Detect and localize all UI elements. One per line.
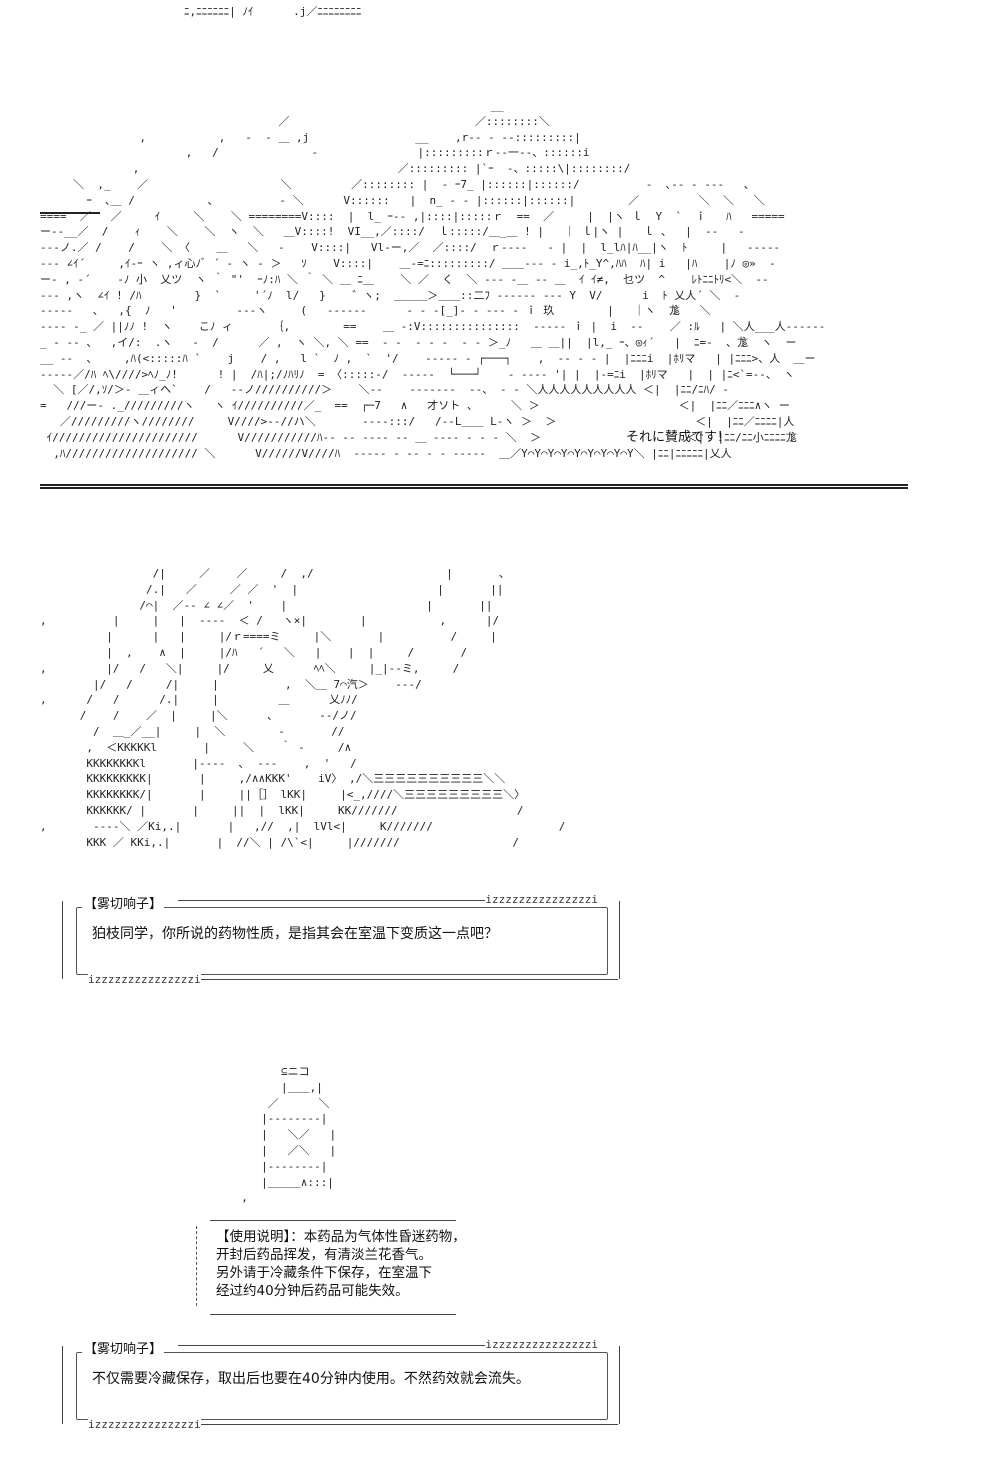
scene-one-top-rule [40,212,100,214]
note-line-4: 经过约40分钟后药品可能失效。 [216,1283,409,1299]
dialog-bottom-line [198,979,618,980]
border-pattern-bottom: izzzzzzzzzzzzzzzi [88,1418,201,1431]
dialog-box-1: 【雾切响子】 izzzzzzzzzzzzzzzi izzzzzzzzzzzzzz… [62,893,620,986]
dialog-line: 不仅需要冷藏保存，取出后也要在40分钟内使用。不然药效就会流失。 [92,1371,530,1387]
border-pattern-top: izzzzzzzzzzzzzzzi [485,893,598,906]
dialog-inner-frame [76,1352,608,1420]
dialog-inner-frame [76,907,608,975]
top-ascii-strip: ﾆ,ﾆﾆﾆﾆﾆﾆ| ﾉｲ .j／ﾆﾆﾆﾆﾆﾆﾆﾆ [184,5,362,18]
note-left-edge [196,1226,197,1306]
scene-one-ascii-art: __ ／ ／::::::::＼ , , - ‐ ＿ ,j __ ,r‐- ‐ ‐… [40,99,826,460]
dialog-top-line [178,900,498,901]
medicine-bottle-ascii-art: ⊆ニコ |＿＿,| ／ ＼ |‐‐‐‐‐‐‐‐| | ＼／ | | ／＼ | |… [241,1065,337,1205]
dialog-outer-frame [62,901,620,979]
dialog-box-2: 【雾切响子】 izzzzzzzzzzzzzzzi izzzzzzzzzzzzzz… [62,1338,620,1431]
note-top-line [210,1220,456,1221]
speaker-name: 【雾切响子】 [82,893,165,912]
note-bottom-line [210,1314,456,1315]
dialog-line: 狛枝同学，你所说的药物性质，是指其会在室温下变质这一点吧？ [92,926,498,942]
speaker-name: 【雾切响子】 [82,1338,165,1357]
dialog-top-line [178,1345,498,1346]
note-line-1: 【使用说明】：本药品为气体性昏迷药物， [216,1229,466,1245]
scene-one-bottom-rule [40,484,908,489]
border-pattern-bottom: izzzzzzzzzzzzzzzi [88,973,201,986]
speech-bubble-text: それに賛成です！ [625,430,730,445]
note-text: 【使用说明】：本药品为气体性昏迷药物， 开封后药品挥发，有清淡兰花香气。 另外请… [216,1228,466,1300]
dialog-bottom-line [198,1424,618,1425]
note-line-2: 开封后药品挥发，有清淡兰花香气。 [216,1247,432,1263]
border-pattern-top: izzzzzzzzzzzzzzzi [485,1338,598,1351]
scene-two-ascii-art: /| ／ ／ / ,/ | ､ /.| ／ ／ ／ ' | | || /⌒| ／… [40,567,566,849]
note-line-3: 另外请于冷藏条件下保存，在室温下 [216,1265,432,1281]
dialog-outer-frame [62,1346,620,1424]
usage-instructions-note: 【使用说明】：本药品为气体性昏迷药物， 开封后药品挥发，有清淡兰花香气。 另外请… [196,1218,466,1318]
